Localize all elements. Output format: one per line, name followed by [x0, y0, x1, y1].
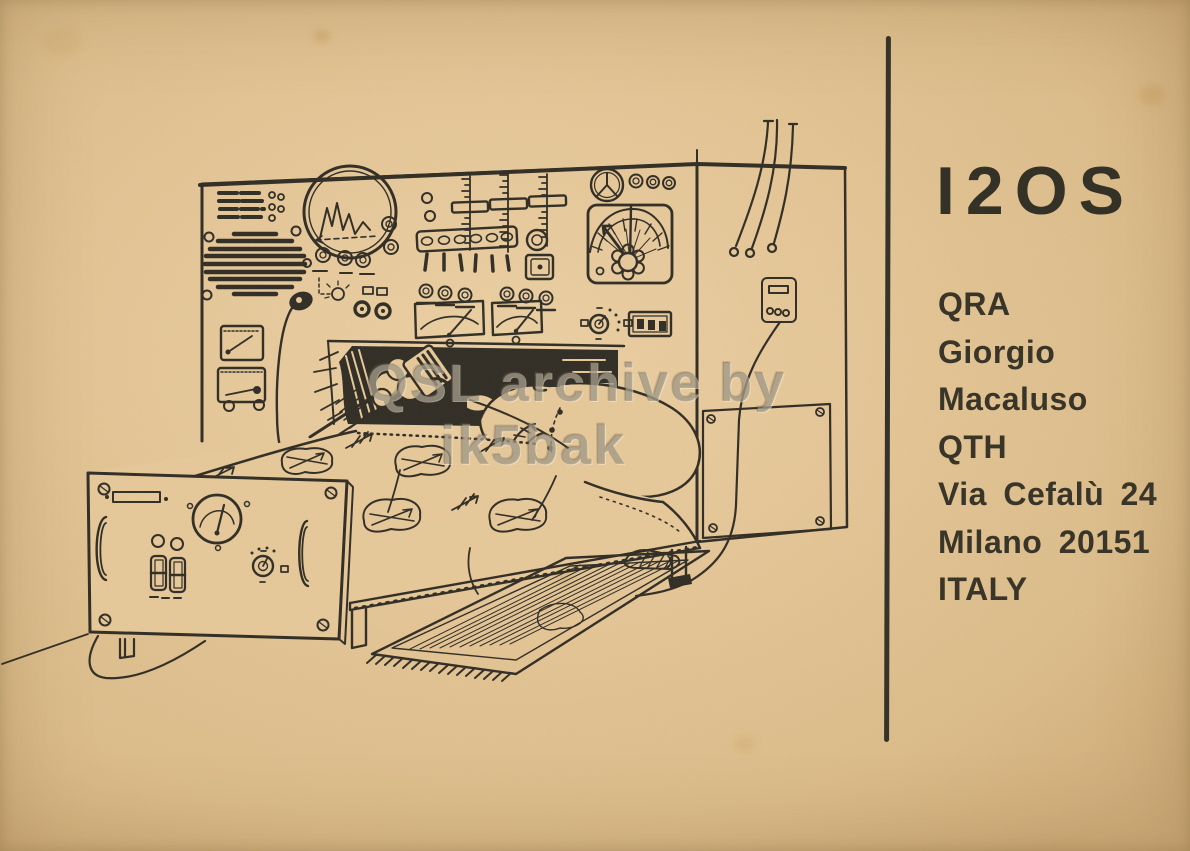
address-line-first-name: Giorgio	[938, 333, 1056, 370]
watermark-line2: ik5bak	[440, 413, 627, 476]
address-line-country: ITALY	[938, 571, 1028, 607]
address-line-street: Via Cefalù 24	[938, 476, 1158, 512]
address-line-qra: QRA	[938, 286, 1011, 322]
callsign: I2OS	[936, 153, 1135, 229]
address-line-qth: QTH	[938, 428, 1008, 465]
address-line-city: Milano 20151	[938, 523, 1151, 560]
watermark-line1: QSL archive by	[366, 353, 787, 413]
address-block: QRA Giorgio Macaluso QTH Via Cefalù 24 M…	[938, 281, 1157, 614]
address-line-last-name: Macaluso	[938, 381, 1088, 417]
